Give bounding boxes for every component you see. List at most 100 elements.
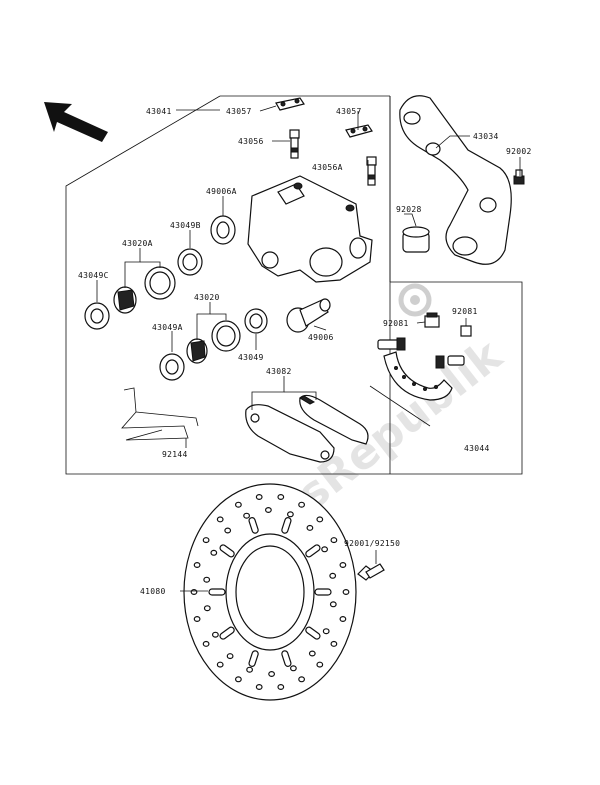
disc-slots bbox=[208, 517, 332, 667]
disc-slot bbox=[314, 588, 332, 596]
piston-43020-part bbox=[186, 320, 241, 364]
disc-hole bbox=[306, 524, 314, 531]
boot-49006-part bbox=[286, 298, 331, 333]
boot-49006A-part bbox=[210, 215, 236, 245]
label-43056: 43056 bbox=[238, 137, 264, 146]
pad-holder-43044-part bbox=[377, 337, 465, 401]
disc-hole bbox=[330, 640, 338, 647]
label-43041: 43041 bbox=[146, 107, 172, 116]
spring-92144-part bbox=[121, 387, 199, 441]
disc-hole bbox=[193, 561, 201, 568]
disc-hole bbox=[298, 676, 306, 683]
disc-hole bbox=[216, 516, 224, 523]
disc-slot bbox=[208, 588, 226, 596]
watermark-gear-icon bbox=[398, 283, 432, 317]
disc-slot bbox=[281, 517, 292, 534]
disc-hole bbox=[287, 511, 294, 518]
label-43049A: 43049A bbox=[152, 323, 183, 332]
bleeder-43056-part bbox=[289, 129, 300, 159]
disc-hole bbox=[322, 628, 330, 635]
brake-disc-41080-part bbox=[183, 483, 357, 701]
disc-hole bbox=[316, 516, 324, 523]
seal-43049C-part bbox=[84, 302, 110, 330]
disc-slot bbox=[219, 626, 235, 640]
pin-plate-43057-left bbox=[275, 97, 305, 111]
label-43049C: 43049C bbox=[78, 271, 109, 280]
label-43049B: 43049B bbox=[170, 221, 201, 230]
label-92144: 92144 bbox=[162, 450, 188, 459]
disc-hole bbox=[190, 588, 198, 595]
disc-hole bbox=[234, 676, 242, 683]
disc-hole bbox=[277, 494, 285, 501]
clip-92081-part-left bbox=[424, 312, 440, 328]
seal-43049B-part bbox=[177, 248, 203, 276]
label-92081-left: 92081 bbox=[383, 319, 409, 328]
disc-hole bbox=[202, 537, 210, 544]
label-92001-92150: 92001/92150 bbox=[344, 539, 400, 548]
disc-slot bbox=[305, 544, 321, 558]
caliper-frame bbox=[65, 95, 523, 475]
label-43044: 43044 bbox=[464, 444, 490, 453]
disc-hole bbox=[268, 670, 276, 677]
seal-43049A-part bbox=[159, 353, 185, 381]
label-43057-right: 43057 bbox=[336, 107, 362, 116]
disc-hole bbox=[226, 653, 234, 660]
disc-hole bbox=[329, 572, 337, 579]
disc-hole bbox=[321, 546, 329, 553]
leader-lines bbox=[96, 105, 521, 592]
pin-plate-43057-right bbox=[345, 124, 373, 138]
disc-hole bbox=[290, 665, 297, 672]
disc-hole bbox=[342, 588, 350, 595]
label-43020A: 43020A bbox=[122, 239, 153, 248]
disc-hole bbox=[265, 507, 272, 514]
label-43020: 43020 bbox=[194, 293, 220, 302]
disc-hole bbox=[339, 561, 347, 568]
disc-hole bbox=[255, 683, 263, 690]
bleeder-43056A-part bbox=[366, 156, 377, 186]
label-92081-right: 92081 bbox=[452, 307, 478, 316]
label-41080: 41080 bbox=[140, 587, 166, 596]
label-92002: 92002 bbox=[506, 147, 532, 156]
disc-hole bbox=[193, 615, 201, 622]
label-43082: 43082 bbox=[266, 367, 292, 376]
disc-hole bbox=[202, 640, 210, 647]
caliper-bracket-part bbox=[399, 95, 512, 265]
disc-slot bbox=[281, 650, 292, 667]
disc-holes bbox=[190, 494, 350, 690]
disc-hole bbox=[255, 494, 263, 501]
disc-hole bbox=[308, 650, 316, 657]
disc-hole bbox=[330, 537, 338, 544]
disc-hole bbox=[203, 605, 211, 612]
brake-pad-43082-part bbox=[245, 394, 369, 463]
disc-hole bbox=[234, 501, 242, 508]
direction-arrow-icon bbox=[44, 102, 108, 142]
disc-hole bbox=[339, 615, 347, 622]
disc-hole bbox=[224, 527, 232, 534]
part-labels: 43041 43057 43057 43056 43056A 43034 920… bbox=[78, 107, 532, 596]
disc-slot bbox=[305, 626, 321, 640]
disc-slot bbox=[248, 650, 259, 667]
disc-hole bbox=[211, 631, 219, 638]
sleeve-part bbox=[402, 226, 430, 253]
disc-slot bbox=[248, 517, 259, 534]
disc-hole bbox=[243, 512, 251, 519]
disc-slot bbox=[219, 544, 235, 558]
label-43034: 43034 bbox=[473, 132, 499, 141]
label-49006A: 49006A bbox=[206, 187, 237, 196]
label-92028: 92028 bbox=[396, 205, 422, 214]
seal-43049-part bbox=[244, 308, 268, 334]
disc-hole bbox=[246, 666, 254, 673]
label-43056A: 43056A bbox=[312, 163, 343, 172]
bolt-92002-part bbox=[513, 169, 525, 185]
label-43049: 43049 bbox=[238, 353, 264, 362]
disc-hole bbox=[216, 661, 224, 668]
disc-hole bbox=[329, 601, 337, 608]
label-43057-left: 43057 bbox=[226, 107, 252, 116]
piston-43020A-part bbox=[113, 266, 176, 314]
disc-hole bbox=[316, 661, 324, 668]
label-49006: 49006 bbox=[308, 333, 334, 342]
disc-hole bbox=[277, 683, 285, 690]
disc-bolt-92001-part bbox=[357, 563, 385, 581]
